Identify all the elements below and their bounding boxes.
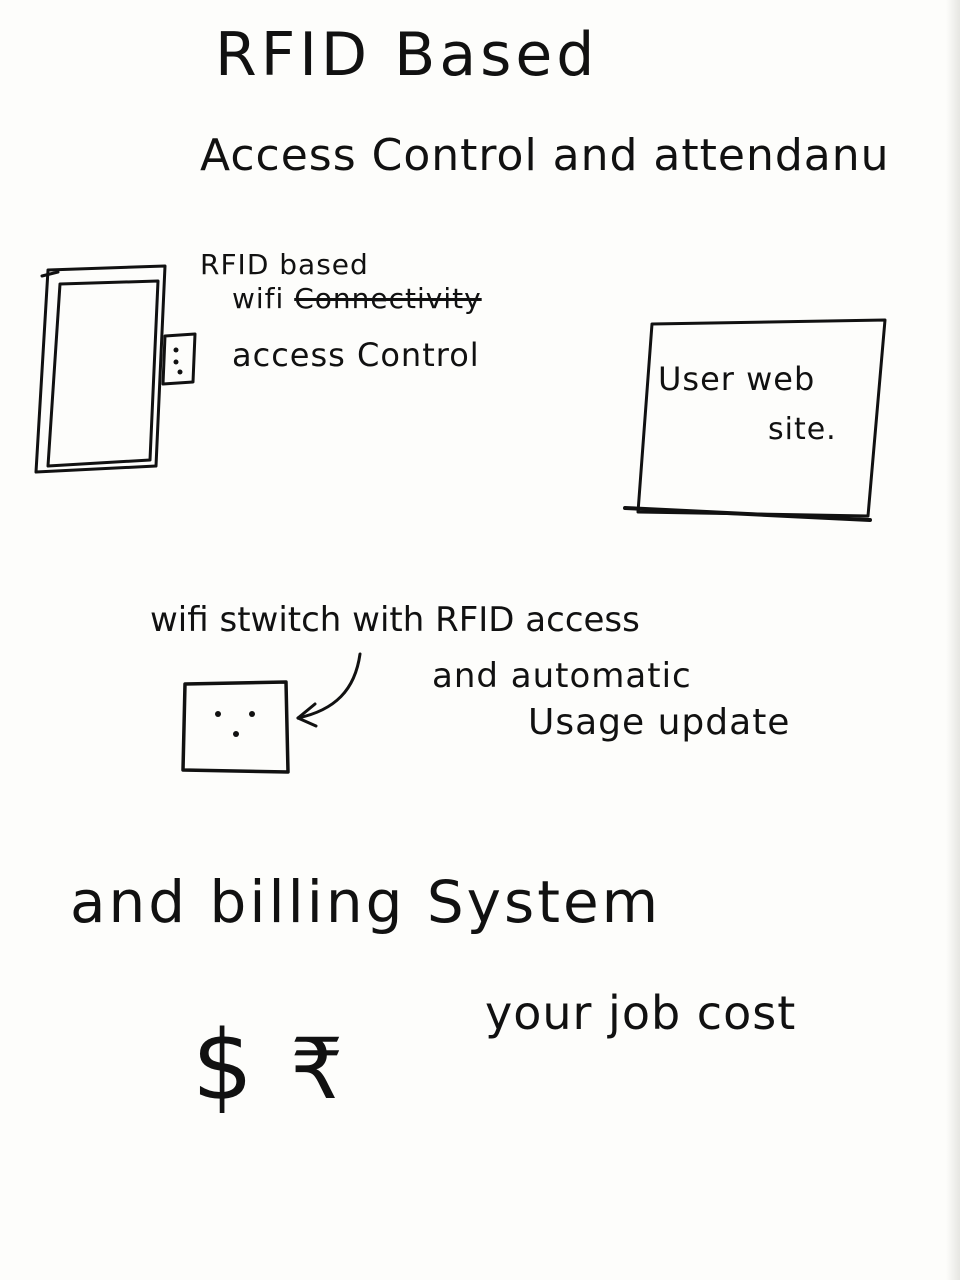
arrow-icon (296, 652, 362, 728)
switch-label-1: wifi stwitch with RFID access (150, 600, 640, 640)
door-label-3: access Control (232, 336, 480, 374)
door-label-1: RFID based (200, 248, 369, 281)
door-label-2: wifi Connectivity (232, 282, 482, 315)
door-reader-dot-3 (177, 369, 183, 375)
door-reader-dot-2 (173, 359, 179, 365)
switch-dot-3 (233, 731, 239, 737)
title-line-1: RFID Based (215, 20, 599, 90)
door-reader-dot-1 (173, 347, 179, 353)
switch-label-3: Usage update (528, 702, 791, 743)
door-reader-icon (161, 332, 197, 386)
rupee-sign: ₹ (290, 1020, 345, 1118)
website-label-2: site. (768, 412, 837, 447)
door-sketch (34, 264, 197, 474)
website-label-1: User web (658, 360, 816, 398)
switch-dot-2 (249, 711, 255, 717)
switch-dot-1 (215, 711, 221, 717)
switch-label-2: and automatic (432, 656, 692, 696)
billing-label: and billing System (70, 868, 662, 936)
title-line-2: Access Control and attendanu (200, 130, 890, 181)
door-label-2-prefix: wifi (232, 282, 295, 315)
website-screen-sketch (623, 318, 887, 522)
job-cost-label: your job cost (485, 986, 797, 1040)
door-label-2-struck: Connectivity (294, 282, 482, 315)
dollar-sign: $ (192, 1010, 255, 1122)
switch-sketch (181, 680, 290, 774)
paper-edge (946, 0, 960, 1280)
